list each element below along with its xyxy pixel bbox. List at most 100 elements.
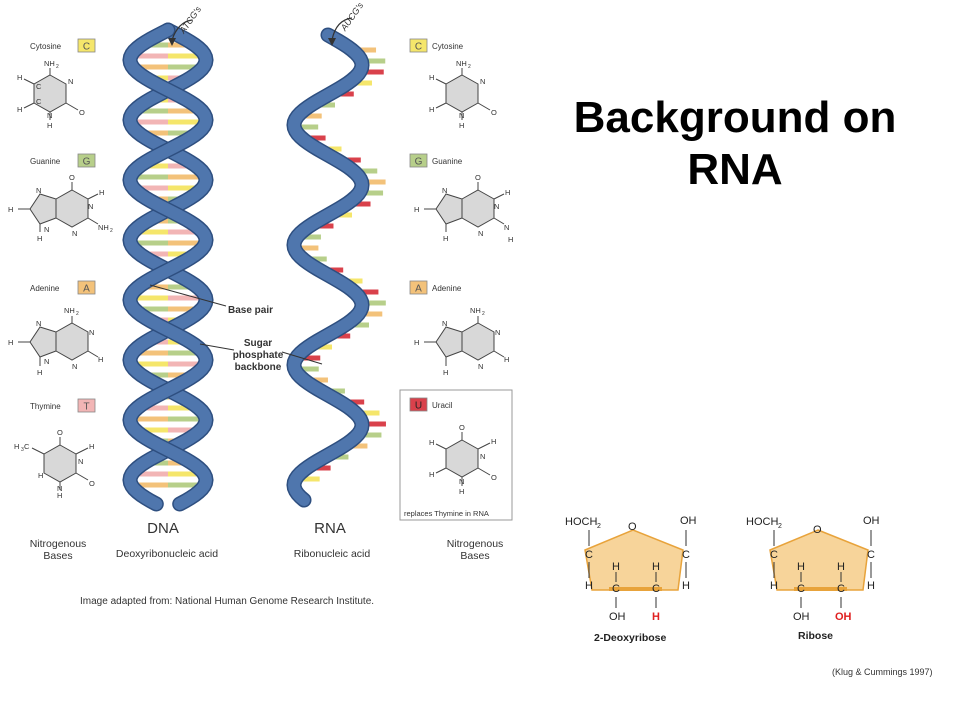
image-credit: Image adapted from: National Human Genom…	[80, 596, 374, 607]
svg-text:NH: NH	[64, 306, 75, 315]
deoxyribose-c4: C	[682, 549, 690, 561]
svg-text:C: C	[36, 97, 42, 106]
svg-text:O: O	[459, 423, 465, 432]
svg-text:2: 2	[468, 64, 471, 70]
svg-text:C: C	[24, 442, 30, 451]
svg-text:N: N	[78, 457, 83, 466]
svg-text:3: 3	[21, 447, 24, 453]
ribose-oh-bottom: OH	[793, 611, 810, 623]
ribose-c2: C	[797, 583, 805, 595]
svg-text:N: N	[459, 477, 464, 486]
svg-text:N: N	[442, 186, 447, 195]
backbone-pointer	[199, 343, 323, 365]
ribose-h1: H	[770, 580, 778, 592]
ribose-hoch2-sub: 2	[778, 523, 782, 530]
deoxyribose-h1: H	[585, 580, 593, 592]
svg-text:O: O	[69, 173, 75, 182]
svg-text:H: H	[8, 338, 13, 347]
dna-double-helix	[122, 22, 214, 512]
svg-text:H: H	[504, 355, 509, 364]
svg-text:N: N	[88, 202, 93, 211]
page-title: Background on RNA	[540, 92, 930, 196]
uracil-note: replaces Thymine in RNA	[404, 509, 489, 518]
left-guanine-label: Guanine	[30, 157, 61, 166]
svg-text:2: 2	[76, 311, 79, 317]
deoxyribose-h2: H	[612, 561, 620, 573]
deoxyribose-h3: H	[652, 561, 660, 573]
nitrogenous-left-line1: Nitrogenous	[30, 538, 87, 550]
dna-strand-arrow	[168, 19, 193, 46]
rna-full-name: Ribonucleic acid	[294, 548, 371, 560]
rna-strand-arrow	[328, 17, 353, 46]
svg-text:H: H	[491, 437, 496, 446]
svg-text:2: 2	[56, 64, 59, 70]
ribose-ring-o: O	[813, 524, 822, 536]
left-thymine-letter: T	[83, 402, 89, 413]
left-cytosine-box	[77, 38, 96, 53]
deoxyribose-h-red: H	[652, 611, 660, 623]
left-thymine-box	[77, 398, 96, 413]
ribose-structure: HOCH 2 O OH C C H H H H C C OH OH Ribose	[746, 515, 880, 642]
svg-text:H: H	[89, 442, 94, 451]
svg-text:N: N	[36, 186, 41, 195]
svg-text:N: N	[494, 202, 499, 211]
svg-text:N: N	[495, 328, 500, 337]
svg-text:2: 2	[482, 311, 485, 317]
right-guanine-box	[409, 153, 428, 168]
svg-text:H: H	[37, 368, 42, 377]
svg-text:N: N	[72, 229, 77, 238]
citation: (Klug & Cummings 1997)	[832, 667, 933, 677]
svg-text:H: H	[429, 73, 434, 82]
left-cytosine-label: Cytosine	[30, 42, 62, 51]
ribose-hoch2: HOCH	[746, 516, 778, 528]
ribose-c1: C	[770, 549, 778, 561]
nitrogenous-right-line2: Bases	[460, 550, 489, 562]
right-guanine-label: Guanine	[432, 157, 463, 166]
svg-text:H: H	[429, 438, 434, 447]
svg-text:N: N	[44, 225, 49, 234]
left-guanine-letter: G	[83, 157, 91, 168]
right-guanine-letter: G	[415, 157, 423, 168]
base-pair-pointer	[149, 284, 227, 307]
svg-text:H: H	[37, 234, 42, 243]
left-cytosine-letter: C	[83, 42, 90, 53]
svg-text:H: H	[429, 105, 434, 114]
svg-text:N: N	[480, 77, 485, 86]
backbone-label-line2: phosphate	[233, 350, 284, 361]
nitrogenous-right-line1: Nitrogenous	[447, 538, 504, 550]
svg-text:H: H	[14, 442, 19, 451]
svg-text:N: N	[36, 319, 41, 328]
left-adenine-letter: A	[83, 284, 90, 295]
deoxyribose-c3: C	[652, 583, 660, 595]
backbone-label: Sugar phosphate backbone	[233, 338, 284, 373]
svg-text:H: H	[98, 355, 103, 364]
svg-text:H: H	[8, 205, 13, 214]
svg-text:N: N	[478, 229, 483, 238]
dna-label: DNA	[147, 520, 179, 537]
ribose-h4: H	[867, 580, 875, 592]
svg-text:N: N	[44, 357, 49, 366]
right-adenine-label: Adenine	[432, 284, 462, 293]
uracil-molecule: OHO HHH NN	[429, 423, 497, 496]
svg-text:NH: NH	[470, 306, 481, 315]
svg-text:N: N	[68, 77, 73, 86]
rna-single-strand	[286, 27, 370, 508]
svg-text:NH: NH	[98, 223, 109, 232]
svg-text:N: N	[57, 484, 62, 493]
ribose-h3: H	[837, 561, 845, 573]
deoxyribose-c2: C	[612, 583, 620, 595]
backbone-label-line1: Sugar	[244, 338, 272, 349]
ribose-c4: C	[867, 549, 875, 561]
svg-text:H: H	[505, 188, 510, 197]
dna-strand-label: ATCG's	[177, 4, 204, 36]
svg-text:O: O	[89, 479, 95, 488]
rna-strand-label: AUCG's	[338, 0, 366, 33]
svg-text:H: H	[508, 235, 513, 244]
left-adenine-label: Adenine	[30, 284, 60, 293]
svg-text:H: H	[99, 188, 104, 197]
deoxyribose-name: 2-Deoxyribose	[594, 632, 667, 644]
